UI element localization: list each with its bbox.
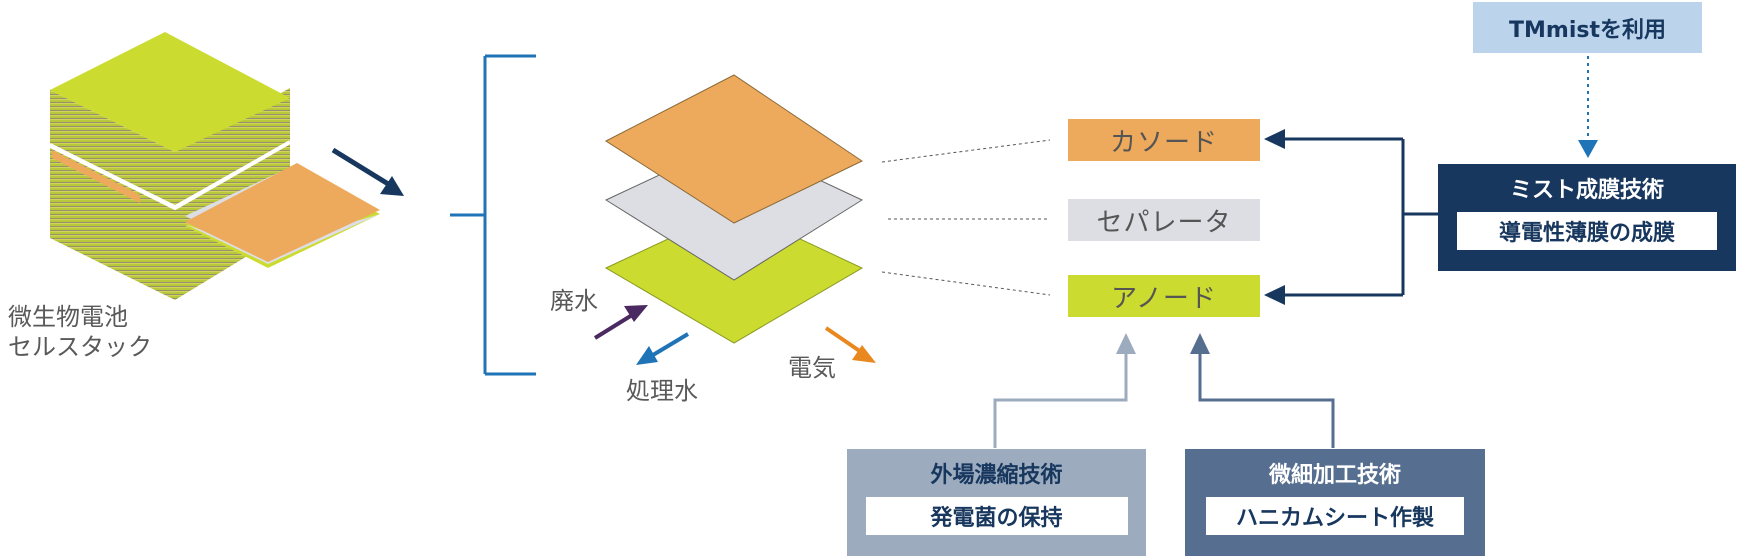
concentration-technology-sub: 発電菌の保持 bbox=[865, 497, 1128, 535]
mist-connector bbox=[1283, 137, 1438, 297]
cell-stack-illustration bbox=[49, 32, 380, 300]
concentration-technology-box: 外場濃縮技術 発電菌の保持 bbox=[847, 449, 1146, 556]
stack-label-line2: セルスタック bbox=[8, 333, 152, 361]
treated-water-label: 処理水 bbox=[626, 377, 698, 405]
tmmist-box: TMmistを利用 bbox=[1473, 2, 1702, 53]
waste-water-label: 廃水 bbox=[550, 287, 598, 315]
microfab-technology-title: 微細加工技術 bbox=[1268, 463, 1401, 488]
concentration-connector bbox=[993, 352, 1128, 448]
stack-label-line1: 微生物電池 bbox=[8, 303, 128, 331]
mist-technology-title: ミスト成膜技術 bbox=[1509, 178, 1664, 203]
electricity-arrow-head bbox=[852, 345, 876, 363]
separator-label: セパレータ bbox=[1096, 207, 1232, 238]
tmmist-label: TMmistを利用 bbox=[1509, 17, 1666, 43]
anode-label-box: アノード bbox=[1068, 275, 1260, 317]
treated-water-arrow-head bbox=[636, 346, 658, 365]
treated-water-arrow bbox=[646, 332, 690, 360]
stack-label: 微生物電池 セルスタック bbox=[8, 302, 152, 362]
mist-arrow-to-cathode bbox=[1264, 129, 1285, 149]
microfab-arrow-head bbox=[1190, 333, 1210, 354]
microfab-technology-sub: ハニカムシート作製 bbox=[1206, 497, 1464, 535]
anode-label: アノード bbox=[1111, 283, 1217, 314]
waste-water-arrow-head bbox=[624, 305, 648, 322]
cathode-label-box: カソード bbox=[1068, 119, 1260, 161]
mist-technology-box: ミスト成膜技術 導電性薄膜の成膜 bbox=[1438, 164, 1736, 271]
microfab-technology-box: 微細加工技術 ハニカムシート作製 bbox=[1185, 449, 1485, 556]
mist-technology-sub: 導電性薄膜の成膜 bbox=[1457, 212, 1717, 250]
waste-water-arrow bbox=[593, 310, 639, 340]
bracket bbox=[450, 54, 536, 376]
electricity-arrow bbox=[824, 326, 866, 356]
leader-lines bbox=[881, 139, 1051, 296]
cathode-layer bbox=[604, 74, 864, 224]
tmmist-arrow-head bbox=[1578, 140, 1598, 158]
microfab-connector bbox=[1198, 352, 1335, 448]
mist-arrow-to-anode bbox=[1264, 285, 1285, 305]
cathode-label: カソード bbox=[1109, 127, 1218, 158]
concentration-technology-title: 外場濃縮技術 bbox=[930, 463, 1063, 488]
stack-arrow-head bbox=[380, 176, 404, 196]
separator-label-box: セパレータ bbox=[1068, 199, 1260, 241]
concentration-arrow-head bbox=[1116, 333, 1136, 354]
electricity-label: 電気 bbox=[788, 354, 836, 382]
